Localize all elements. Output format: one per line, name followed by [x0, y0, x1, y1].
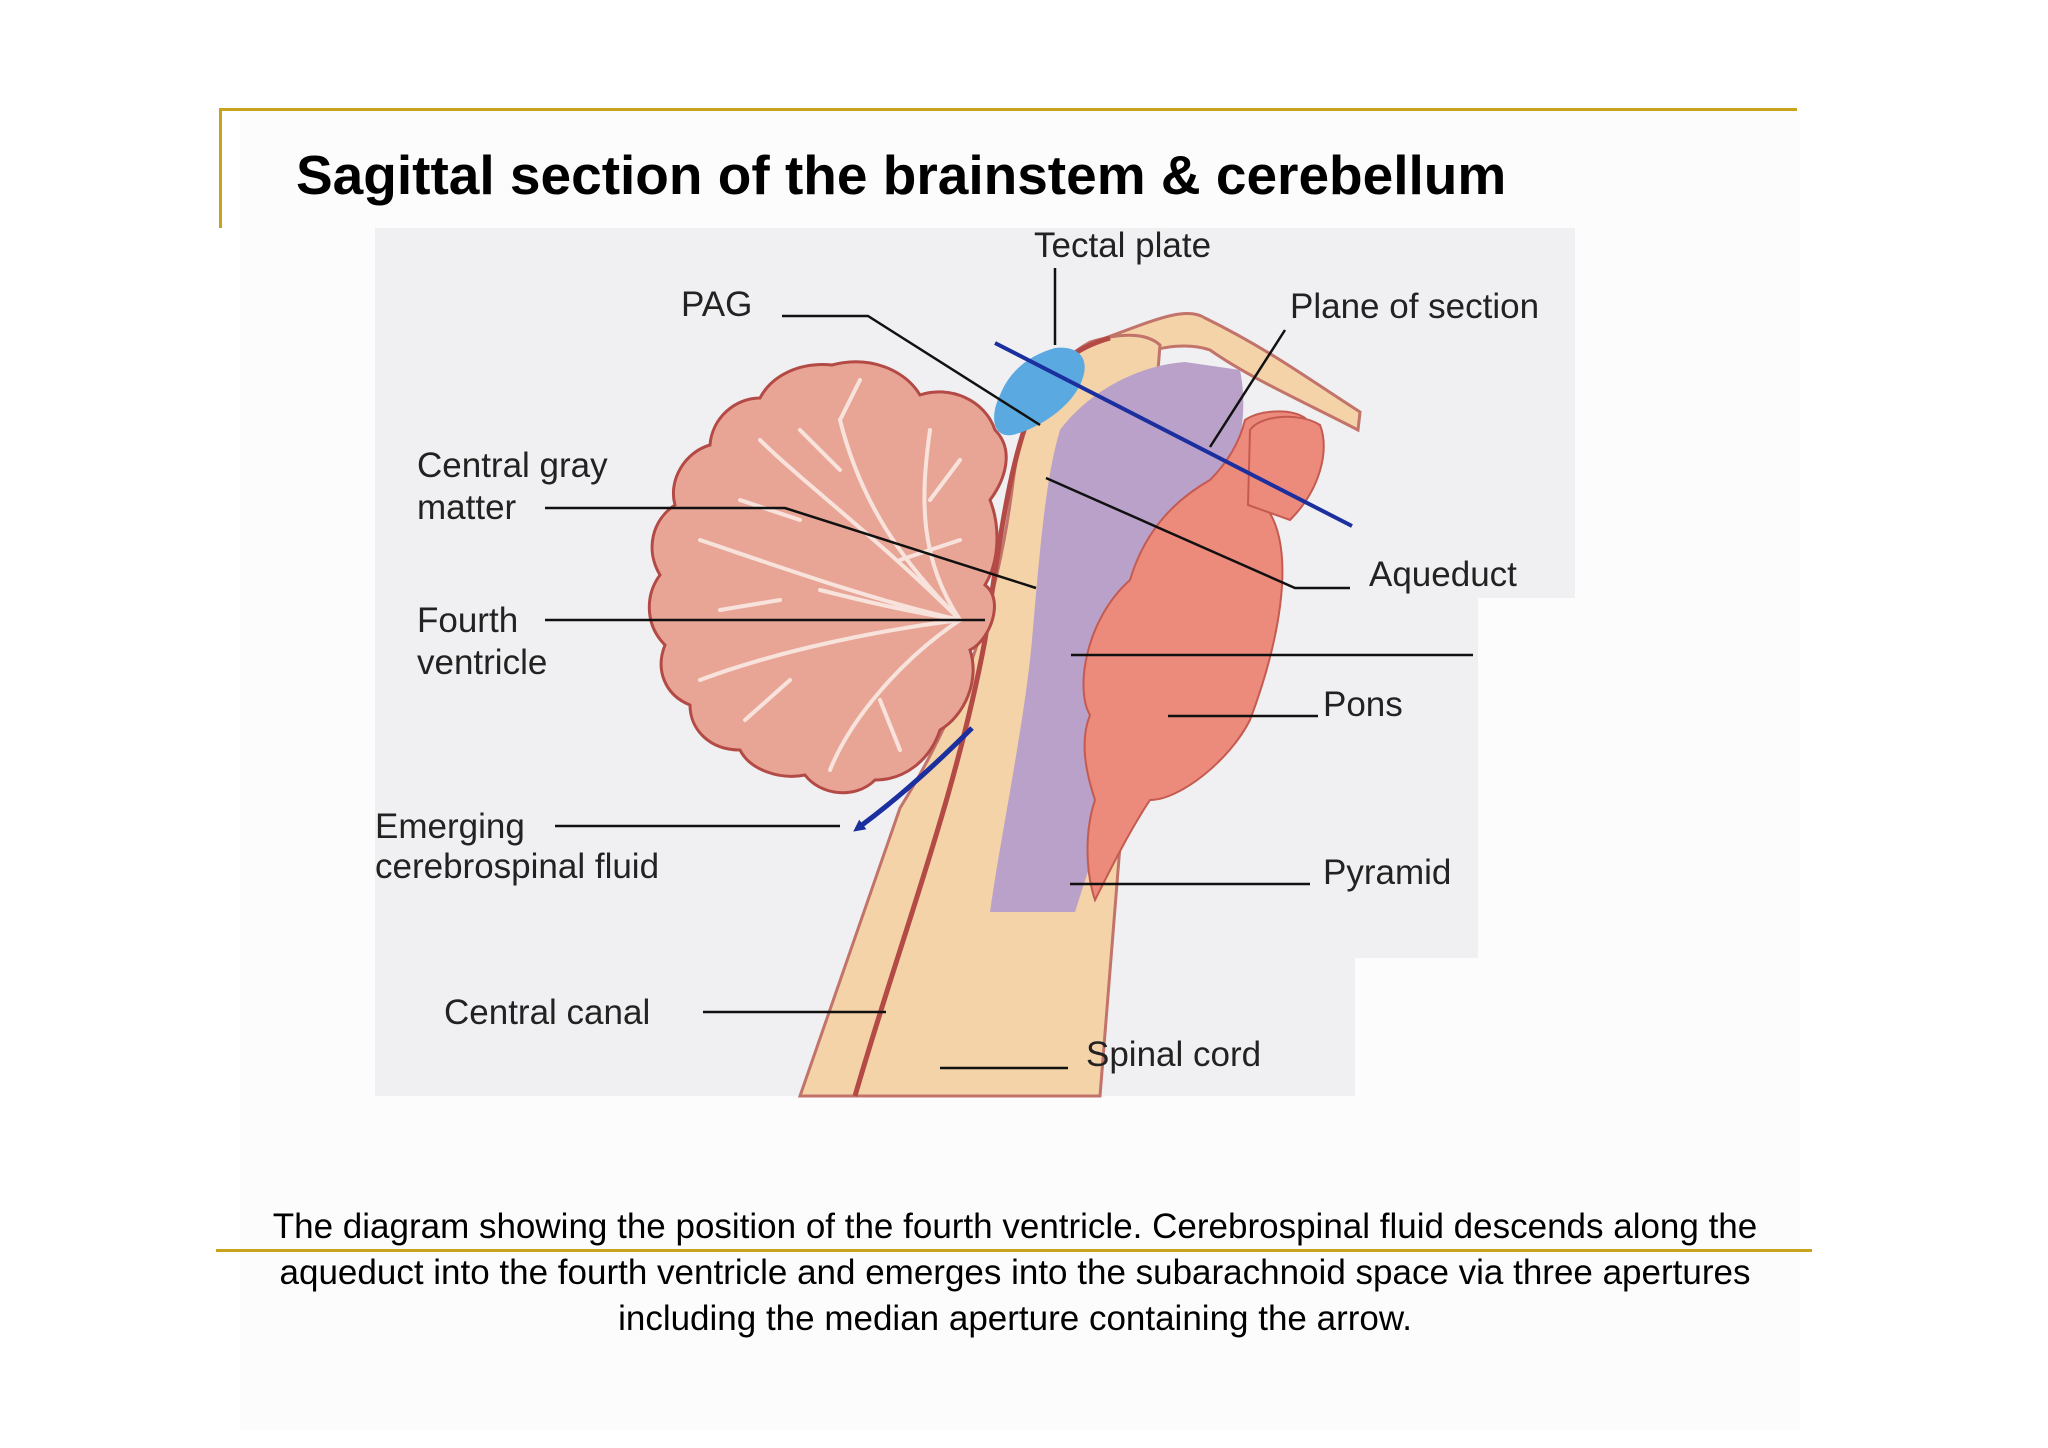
tectal-plate-shape: [994, 347, 1085, 436]
upper-salmon-bump: [1246, 415, 1325, 522]
csf-arrow: [853, 726, 974, 832]
label-pons: Pons: [1323, 685, 1403, 724]
label-plane-of-section: Plane of section: [1290, 287, 1539, 326]
cerebral-band: [1098, 311, 1362, 433]
title-accent-bar: [219, 108, 222, 228]
label-tectal-plate: Tectal plate: [1034, 226, 1211, 265]
figure-caption: The diagram showing the position of the …: [272, 1207, 1758, 1338]
label-central-canal: Central canal: [444, 993, 650, 1032]
label-fourth-ventricle-line1: Fourth: [417, 601, 518, 640]
label-pag: PAG: [681, 285, 752, 324]
label-central-gray-matter-line2: matter: [417, 488, 517, 527]
leader-lines: [545, 268, 1473, 1070]
label-central-gray-matter-line1: Central gray: [417, 446, 608, 485]
label-aqueduct: Aqueduct: [1369, 555, 1517, 594]
cerebellum-shape: [647, 360, 1008, 795]
cerebellum-folia: [698, 378, 962, 772]
title-accent-rule: [219, 108, 1797, 111]
label-emerging-csf-line1: Emerging: [375, 807, 525, 846]
label-emerging-csf-line2: cerebrospinal fluid: [375, 847, 659, 886]
label-fourth-ventricle-line2: ventricle: [417, 643, 547, 682]
label-pyramid: Pyramid: [1323, 853, 1451, 892]
plane-of-section-line: [994, 341, 1353, 528]
slide-title: Sagittal section of the brainstem & cere…: [296, 144, 1507, 206]
caption-accent-rule: [216, 1249, 1812, 1252]
label-spinal-cord: Spinal cord: [1086, 1035, 1261, 1074]
